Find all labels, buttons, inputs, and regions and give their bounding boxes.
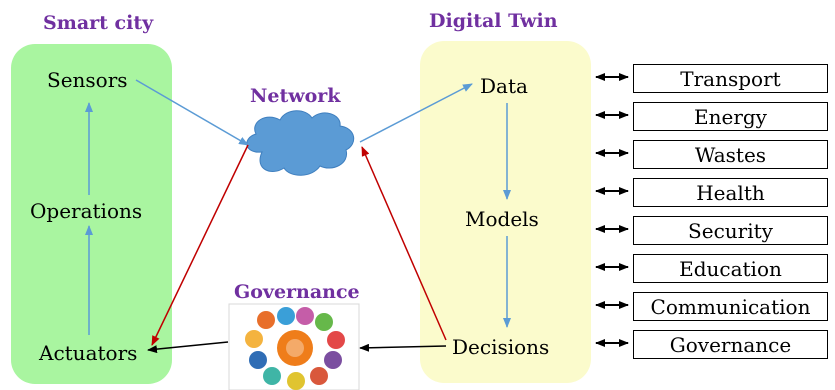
network-title: Network [250, 85, 341, 107]
arrow-network-to-data [359, 83, 473, 143]
smart-city-title: Smart city [43, 12, 154, 34]
domain-box-communication: Communication [633, 292, 828, 321]
data-label: Data [480, 74, 528, 98]
domain-box-wastes: Wastes [633, 140, 828, 169]
arrow-network-to-actuators [151, 144, 249, 346]
models-label: Models [465, 207, 539, 231]
arrow-sensors-to-network [135, 79, 249, 146]
governance-people-icon [228, 303, 360, 390]
cloud-icon [246, 110, 355, 176]
actuators-label: Actuators [39, 341, 138, 365]
domain-box-health: Health [633, 178, 828, 207]
domain-box-education: Education [633, 254, 828, 283]
digital-twin-title: Digital Twin [429, 10, 558, 32]
operations-label: Operations [30, 199, 143, 223]
smart-city-panel [11, 44, 172, 384]
arrow-decisions-to-governance [359, 343, 447, 352]
arrow-governance-to-actuators [147, 341, 229, 354]
sensors-label: Sensors [47, 68, 128, 92]
domain-box-transport: Transport [633, 64, 828, 93]
domain-box-security: Security [633, 216, 828, 245]
decisions-label: Decisions [452, 335, 550, 359]
governance-title: Governance [234, 281, 360, 303]
arrow-decisions-to-network [361, 146, 447, 341]
domain-box-energy: Energy [633, 102, 828, 131]
domain-box-governance: Governance [633, 330, 828, 359]
